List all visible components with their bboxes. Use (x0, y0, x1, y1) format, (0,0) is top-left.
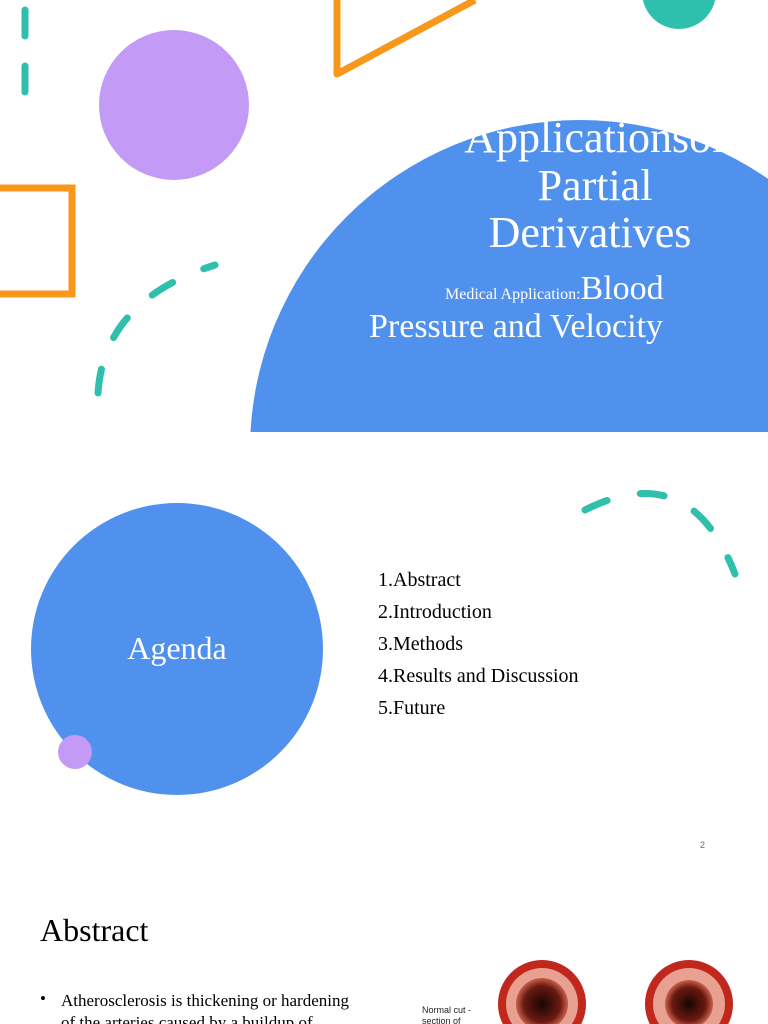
title-line-1: Applicationsof (464, 113, 726, 162)
teal-dash-arc-shape (581, 490, 739, 578)
agenda-blue-circle-shape (31, 503, 323, 795)
orange-square-shape (0, 184, 76, 298)
artery-left-shape (498, 960, 586, 1024)
artery-image-caption: Normal cut - section of (422, 1005, 471, 1024)
agenda-item-results: 4.Results and Discussion (378, 665, 579, 687)
abstract-slide: Abstract • Atherosclerosis is thickening… (0, 864, 768, 1024)
caption-line-2: section of (422, 1016, 461, 1024)
bullet-line-1: Atherosclerosis is thickening or hardeni… (61, 991, 349, 1010)
title-slide: Applicationsof Partial Derivatives Medic… (0, 0, 768, 432)
title-line-3: Derivatives (488, 208, 692, 257)
subtitle-line-1: Medical Application:Blood (445, 272, 664, 306)
agenda-heading: Agenda (127, 630, 227, 666)
teal-circle-shape (642, 0, 716, 29)
agenda-item-abstract: 1.Abstract (378, 569, 461, 591)
artery-cross-section-image (498, 960, 733, 1024)
agenda-item-future: 5.Future (378, 697, 446, 719)
title-line-2: Partial (537, 161, 653, 210)
subtitle-small-text: Medical Application: (445, 286, 581, 303)
orange-triangle-shape (333, 0, 477, 78)
subtitle-line-2: Pressure and Velocity (369, 308, 663, 345)
blue-half-circle-shape (250, 120, 768, 432)
agenda-item-methods: 3.Methods (378, 633, 463, 655)
page-number: 2 (700, 840, 706, 850)
agenda-item-introduction: 2.Introduction (378, 601, 492, 623)
abstract-bullet-text: Atherosclerosis is thickening or hardeni… (61, 990, 349, 1024)
subtitle-large-text: Blood (580, 270, 664, 307)
bullet-dot: • (40, 989, 46, 1008)
bullet-line-2: of the arteries caused by a buildup of (61, 1013, 313, 1024)
abstract-heading: Abstract (40, 912, 149, 948)
title-slide-decorations (0, 0, 768, 432)
artery-right-shape (645, 960, 733, 1024)
agenda-slide: Agenda 1.Abstract 2.Introduction 3.Metho… (0, 432, 768, 864)
caption-line-1: Normal cut - (422, 1005, 472, 1015)
teal-dash-arc-shape (94, 261, 219, 397)
agenda-slide-decorations (31, 490, 739, 795)
purple-circle-shape (99, 30, 249, 180)
small-purple-circle-shape (58, 735, 92, 769)
